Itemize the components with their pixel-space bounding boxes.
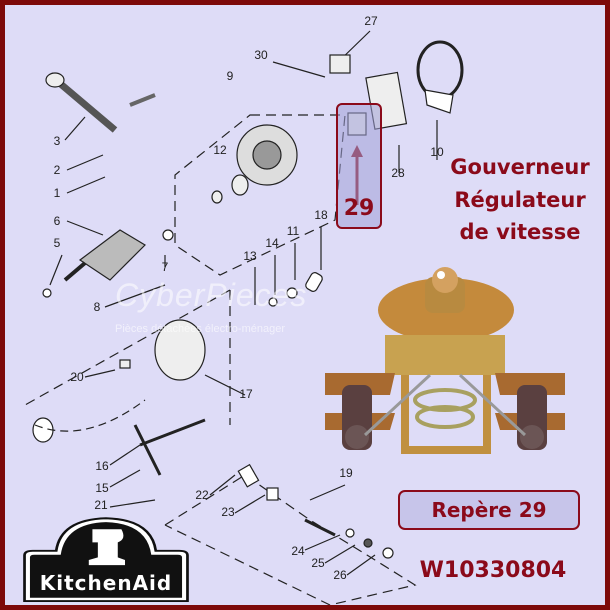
callout-20: 20: [70, 370, 84, 384]
callout-21: 21: [94, 498, 108, 512]
callout-14: 14: [265, 236, 279, 250]
callout-3: 3: [53, 134, 61, 148]
callout-22: 22: [195, 488, 209, 502]
callout-2: 2: [53, 163, 61, 177]
callout-25: 25: [311, 556, 325, 570]
callout-6: 6: [53, 214, 61, 228]
watermark: CyberPieces: [115, 277, 308, 313]
exploded-diagram: [24, 30, 565, 605]
callout-26: 26: [333, 568, 347, 582]
callout-24: 24: [291, 544, 305, 558]
title-line-1: Gouverneur: [450, 155, 590, 179]
callout-19: 19: [339, 466, 353, 480]
part-number: W10330804: [419, 558, 567, 583]
kitchenaid-logo: KitchenAid: [20, 513, 192, 603]
title-line-2: Régulateur: [454, 188, 586, 212]
governor-photo: [325, 267, 565, 454]
brand-name: KitchenAid: [39, 571, 173, 595]
diagram-canvas: CyberPieces Pièces détachées électro-mén…: [5, 5, 605, 605]
watermark-tagline: Pièces détachées électro-ménager: [115, 323, 285, 335]
callout-15: 15: [95, 481, 109, 495]
highlight-box-29: 29: [336, 103, 382, 229]
callout-10: 10: [430, 145, 444, 159]
highlight-label: 29: [343, 196, 375, 221]
callout-9: 9: [226, 69, 234, 83]
repere-badge: Repère 29: [398, 490, 580, 530]
callout-27: 27: [364, 14, 378, 28]
callout-11: 11: [286, 224, 300, 238]
callout-13: 13: [243, 249, 257, 263]
callout-16: 16: [95, 459, 109, 473]
mixer-icon: [88, 529, 126, 566]
callout-5: 5: [53, 236, 61, 250]
callout-30: 30: [254, 48, 268, 62]
callout-17: 17: [239, 387, 253, 401]
callout-8: 8: [93, 300, 101, 314]
dashed-group-9: [174, 114, 346, 276]
callout-23: 23: [221, 505, 235, 519]
callout-18: 18: [314, 208, 328, 222]
callout-28: 28: [391, 166, 405, 180]
callout-12: 12: [213, 143, 227, 157]
dashed-group-21: [164, 474, 417, 605]
callout-7: 7: [161, 260, 169, 274]
callout-1: 1: [53, 186, 61, 200]
title-line-3: de vitesse: [459, 220, 581, 244]
